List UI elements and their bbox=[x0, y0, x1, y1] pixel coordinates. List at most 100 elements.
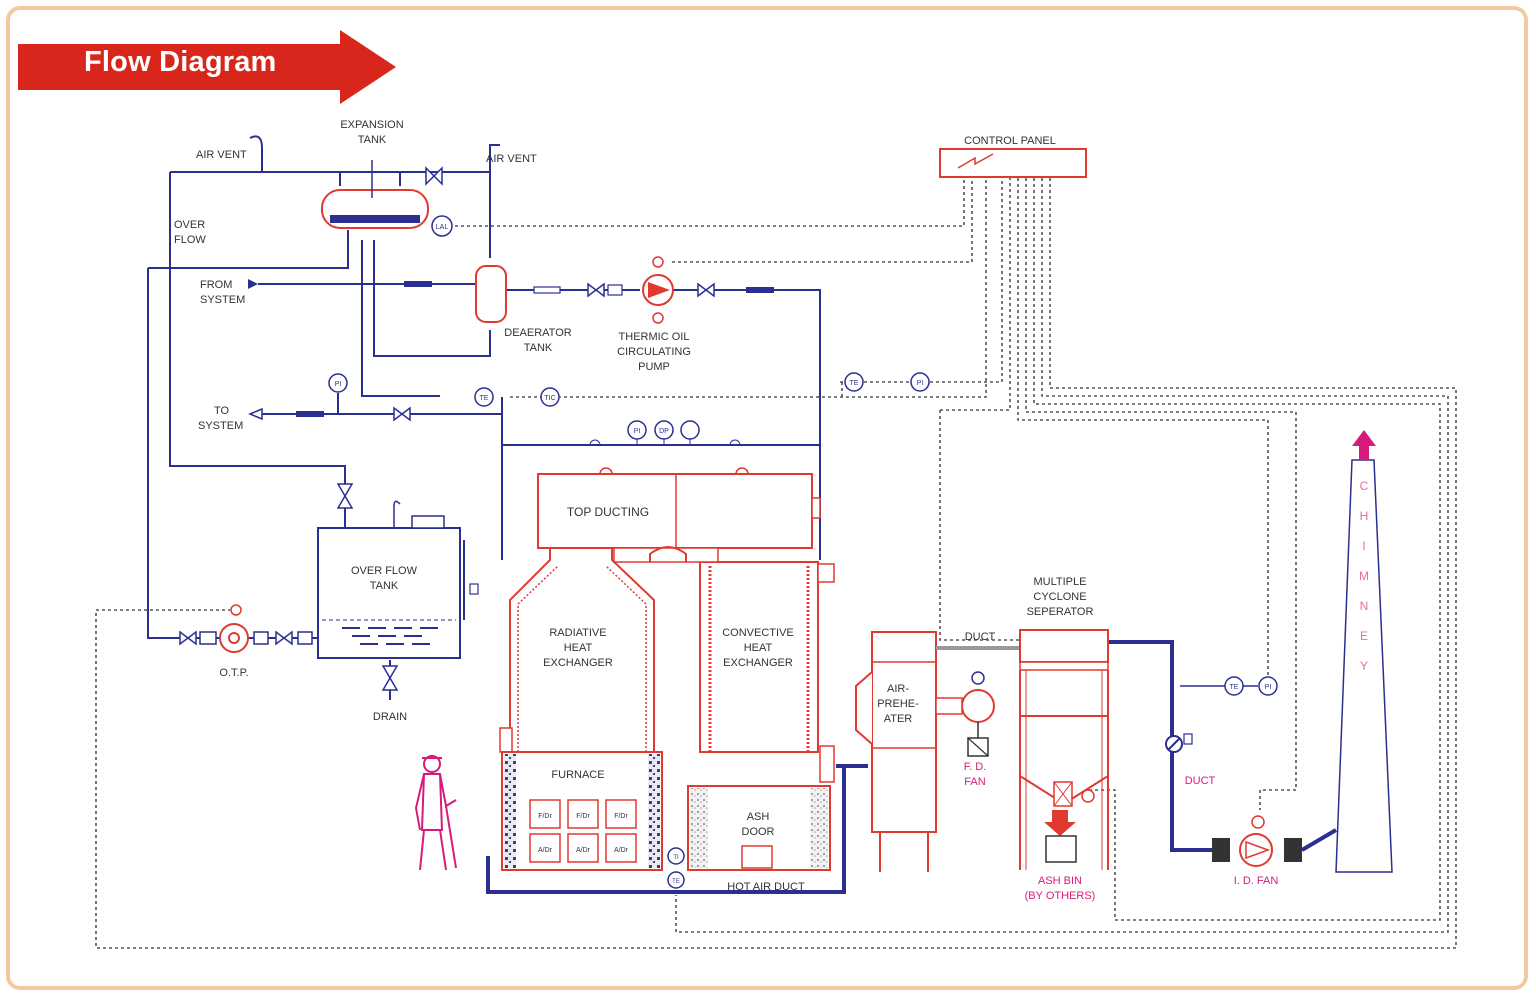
chimney-letter-h: H bbox=[1360, 509, 1369, 523]
flow-element bbox=[533, 286, 561, 294]
deaerator-tank: DEAERATOR TANK bbox=[475, 265, 572, 354]
fd-door-2-tag: F/Dr bbox=[576, 813, 590, 820]
expansion-tank-label-1: EXPANSION bbox=[340, 119, 403, 131]
ad-door-3-tag: A/Dr bbox=[614, 847, 629, 854]
drain-valve: DRAIN bbox=[373, 665, 407, 723]
from-system-arrow bbox=[248, 279, 258, 289]
expansion-tank: EXPANSION TANK bbox=[321, 119, 429, 229]
otp-valves bbox=[179, 630, 313, 646]
furnace: FURNACE F/Dr F/Dr F/Dr A/Dr A/Dr A/Dr bbox=[501, 751, 663, 871]
fd-door-3-tag: F/Dr bbox=[614, 813, 628, 820]
chimney-letter-c: C bbox=[1360, 479, 1369, 493]
to-system-arrow bbox=[248, 407, 263, 421]
control-panel-label: CONTROL PANEL bbox=[964, 135, 1056, 147]
drain-label: DRAIN bbox=[373, 711, 407, 723]
chimney-letter-i: I bbox=[1362, 539, 1365, 553]
air-preheater-label-1: AIR- bbox=[887, 683, 909, 695]
radiative-label-1: RADIATIVE bbox=[549, 627, 606, 639]
from-system-label-2: SYSTEM bbox=[200, 294, 245, 306]
chimney-letter-m: M bbox=[1359, 569, 1369, 583]
lal-instrument: LAL bbox=[431, 215, 453, 237]
ash-door-label-2: DOOR bbox=[742, 826, 775, 838]
ad-door-2-tag: A/Dr bbox=[576, 847, 591, 854]
hot-air-duct-label: HOT AIR DUCT bbox=[727, 881, 805, 893]
furnace-temperature-instruments: TI TE bbox=[667, 847, 685, 889]
id-fan-label: I. D. FAN bbox=[1234, 875, 1279, 887]
pi-right-tag: PI bbox=[1265, 684, 1272, 691]
convective-label-1: CONVECTIVE bbox=[722, 627, 794, 639]
pump-discharge-valve bbox=[697, 282, 715, 298]
to-system-label-1: TO bbox=[214, 405, 230, 417]
to-system-valve bbox=[393, 406, 411, 422]
air-preheater-label-2: PREHE- bbox=[877, 698, 919, 710]
from-system-label-1: FROM bbox=[200, 279, 232, 291]
deaerator-label-2: TANK bbox=[524, 342, 553, 354]
fd-fan-label-2: FAN bbox=[964, 776, 985, 788]
over-flow-tank: OVER FLOW TANK bbox=[317, 500, 479, 659]
furnace-label: FURNACE bbox=[551, 769, 604, 781]
pump-label-1: THERMIC OIL bbox=[619, 331, 690, 343]
chimney-letter-y: Y bbox=[1360, 659, 1368, 673]
te-instrument-1: TE bbox=[474, 387, 494, 407]
cyclone-label-2: CYCLONE bbox=[1033, 591, 1086, 603]
vent-valve bbox=[425, 166, 443, 186]
control-signal-lines bbox=[95, 178, 1457, 949]
deaerator-label-1: DEAERATOR bbox=[504, 327, 571, 339]
te-2-tag: TE bbox=[850, 380, 859, 387]
over-flow-label-1: OVER bbox=[174, 219, 205, 231]
air-preheater: AIR- PREHE- ATER bbox=[855, 631, 937, 872]
air-vent-right-label: AIR VENT bbox=[486, 153, 537, 165]
banner-arrow bbox=[18, 30, 396, 104]
te-instrument-2: TE bbox=[844, 372, 864, 392]
tic-instrument: TIC bbox=[540, 387, 560, 407]
dp-tag: DP bbox=[659, 428, 669, 435]
top-ducting-label: TOP DUCTING bbox=[567, 505, 649, 519]
te-right-tag: TE bbox=[1230, 684, 1239, 691]
pump-label-3: PUMP bbox=[638, 361, 670, 373]
header-instruments: PI DP bbox=[589, 420, 741, 446]
te-furnace-tag: TE bbox=[672, 879, 680, 885]
multiple-cyclone-seperator: MULTIPLE CYCLONE SEPERATOR bbox=[1019, 576, 1109, 870]
ash-door-section: ASH DOOR bbox=[687, 785, 831, 871]
page-title: Flow Diagram bbox=[84, 46, 277, 78]
air-vent-left-label: AIR VENT bbox=[196, 149, 247, 161]
pi-instrument-top: PI bbox=[328, 373, 348, 393]
otp-pump: O.T.P. bbox=[219, 604, 249, 679]
convective-label-3: EXCHANGER bbox=[723, 657, 793, 669]
ash-bin-label-1: ASH BIN bbox=[1038, 875, 1082, 887]
control-panel: CONTROL PANEL bbox=[939, 135, 1087, 178]
ad-door-1-tag: A/Dr bbox=[538, 847, 553, 854]
duct-right-label: DUCT bbox=[1185, 775, 1216, 787]
expansion-tank-label-2: TANK bbox=[358, 134, 387, 146]
radiative-label-3: EXCHANGER bbox=[543, 657, 613, 669]
cyclone-label-3: SEPERATOR bbox=[1027, 606, 1094, 618]
id-duct-damper bbox=[1165, 733, 1193, 753]
thermic-oil-circulating-pump: THERMIC OIL CIRCULATING PUMP bbox=[617, 256, 691, 373]
over-flow-tank-label-1: OVER FLOW bbox=[351, 565, 418, 577]
fd-door-1-tag: F/Dr bbox=[538, 813, 552, 820]
title-banner bbox=[18, 30, 396, 104]
strainer-1 bbox=[404, 281, 432, 287]
top-ducting: TOP DUCTING bbox=[537, 467, 821, 549]
convective-heat-exchanger: CONVECTIVE HEAT EXCHANGER bbox=[613, 546, 835, 783]
oil-piping bbox=[147, 135, 821, 700]
chimney-letter-e: E bbox=[1360, 629, 1368, 643]
radiative-heat-exchanger: RADIATIVE HEAT EXCHANGER bbox=[499, 547, 655, 753]
ash-bin: ASH BIN (BY OTHERS) bbox=[1025, 810, 1096, 902]
ti-furnace-tag: TI bbox=[673, 855, 679, 861]
to-system-label-2: SYSTEM bbox=[198, 420, 243, 432]
cyclone-label-1: MULTIPLE bbox=[1034, 576, 1087, 588]
id-fan: I. D. FAN bbox=[1212, 815, 1302, 887]
ash-bin-label-2: (BY OTHERS) bbox=[1025, 890, 1096, 902]
strainer-2 bbox=[746, 287, 774, 293]
ash-door-label-1: ASH bbox=[747, 811, 770, 823]
otp-label: O.T.P. bbox=[219, 667, 248, 679]
radiative-label-2: HEAT bbox=[564, 642, 593, 654]
strainer-3 bbox=[296, 411, 324, 417]
over-flow-tank-label-2: TANK bbox=[370, 580, 399, 592]
te-1-tag: TE bbox=[480, 395, 489, 402]
pump-label-2: CIRCULATING bbox=[617, 346, 691, 358]
air-preheater-label-3: ATER bbox=[884, 713, 913, 725]
operator-figure-icon bbox=[414, 755, 457, 871]
duct-top-label: DUCT bbox=[965, 631, 996, 643]
